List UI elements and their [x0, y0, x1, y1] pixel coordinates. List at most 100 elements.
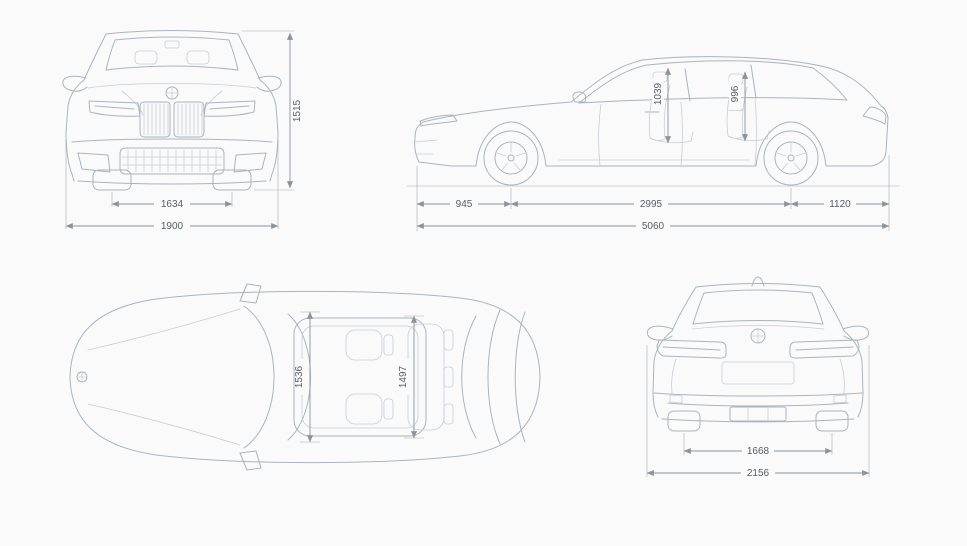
front-seat-right: [345, 393, 383, 425]
bmw-roundel: [750, 328, 766, 344]
front-view-car-drawing: [62, 30, 282, 191]
side-mirrors: [646, 325, 870, 341]
grille-slats: [143, 103, 203, 136]
side-mirror: [572, 91, 587, 103]
extension-lines: [65, 30, 294, 229]
dim-label-front-overhang: 945: [456, 199, 473, 210]
front-view: 1515 1634 1900: [62, 30, 303, 232]
side-view-dimensions: 1039 996 945 2995 1120 5060: [416, 67, 890, 232]
side-view: 1039 996 945 2995 1120 5060: [406, 56, 900, 232]
headlight: [419, 114, 458, 127]
roundel-cross: [750, 328, 766, 344]
dim-label-track: 1634: [161, 199, 184, 210]
body-sides: [652, 330, 864, 418]
tailgate-line: [691, 325, 825, 330]
reflectors: [669, 394, 847, 404]
corner-intakes: [77, 152, 267, 173]
taillight: [862, 106, 887, 125]
headrest: [383, 398, 394, 420]
dim-label-overall-width-mirrors: 2156: [747, 468, 770, 479]
top-view: 1536 1497: [69, 283, 541, 471]
dim-label-bg: [652, 78, 664, 110]
taillights: [656, 339, 860, 359]
headlights: [88, 100, 256, 117]
pillars: [671, 286, 845, 332]
dim-label-rear-interior-width: 1497: [398, 365, 409, 388]
dim-label-wheelbase: 2995: [640, 199, 663, 210]
pillar-lines: [684, 64, 757, 102]
door-handles: [644, 109, 744, 113]
top-view-dimensions: 1536 1497: [294, 311, 424, 443]
interior-seats: [648, 71, 770, 144]
dim-label-bg: [636, 220, 670, 231]
diffuser-panel: [729, 406, 787, 422]
rear-window: [692, 289, 824, 325]
dim-label-bg: [742, 445, 774, 456]
rear-window-arcs: [461, 309, 526, 445]
bumper-lines: [653, 392, 863, 407]
roof-antenna: [695, 276, 821, 288]
headrest-left: [134, 50, 158, 65]
body-outline: [69, 290, 541, 464]
rearview-mirror: [164, 40, 180, 49]
headrest: [443, 403, 454, 425]
spokes: [776, 142, 806, 171]
hub: [787, 154, 795, 162]
rear-wheel: [763, 130, 819, 186]
rim: [774, 141, 808, 175]
air-intake: [119, 147, 225, 175]
air-intake-mesh: [121, 149, 223, 173]
headrest: [383, 334, 394, 356]
dim-label-bg: [154, 220, 190, 232]
side-mirrors: [239, 283, 262, 471]
dim-label-bg: [729, 78, 741, 110]
dim-label-bg: [296, 359, 308, 395]
dim-label-rear-overhang: 1120: [829, 199, 851, 210]
headrest: [443, 366, 454, 388]
rear-left-wheel: [667, 410, 701, 432]
side-mirrors: [62, 75, 282, 92]
bmw-roundel: [165, 86, 179, 100]
rear-view: 1668 2156: [646, 276, 870, 479]
dim-label-bg: [741, 467, 775, 478]
dim-label-overall-length: 5060: [642, 221, 665, 232]
extension-lines: [646, 345, 870, 477]
hub: [507, 154, 515, 162]
front-seat: [648, 83, 694, 144]
tailgate-cutlines: [671, 358, 845, 394]
dim-label-front-interior-width: 1536: [294, 365, 305, 388]
extension-lines: [416, 155, 890, 231]
dim-label-bg: [634, 198, 668, 209]
body-sides: [65, 79, 279, 182]
front-wheel: [483, 130, 539, 186]
rear-view-car-drawing: [646, 276, 870, 432]
dim-label-rear-interior-height: 996: [730, 85, 741, 102]
greenhouse-outline: [83, 30, 261, 81]
front-view-dimensions: 1515 1634 1900: [65, 30, 303, 232]
front-bumper-lines: [414, 139, 438, 155]
headrest-right: [186, 50, 210, 65]
dim-label-bg: [154, 198, 190, 210]
front-seat-left: [345, 329, 383, 361]
dim-label-bg: [450, 198, 478, 209]
spokes: [496, 142, 526, 171]
rear-right-wheel: [815, 410, 849, 432]
diffuser: [729, 406, 787, 422]
license-plate-area: [721, 361, 795, 385]
hood-lines: [87, 308, 241, 446]
dim-label-rear-track: 1668: [747, 446, 770, 457]
headrest: [443, 329, 454, 351]
bmw-roundel: [76, 371, 88, 383]
dim-label-height: 1515: [292, 99, 303, 122]
diffuser-fins: [747, 406, 769, 422]
glasshouse: [578, 60, 848, 104]
bumper-bottom: [661, 418, 855, 423]
dim-label-width: 1900: [161, 221, 184, 232]
roundel-cross: [165, 86, 179, 100]
kidney-grille: [139, 101, 205, 138]
dim-label-bg: [398, 359, 410, 395]
rim: [494, 141, 528, 175]
roof-outline: [293, 317, 427, 437]
roundel-cross: [76, 371, 88, 383]
